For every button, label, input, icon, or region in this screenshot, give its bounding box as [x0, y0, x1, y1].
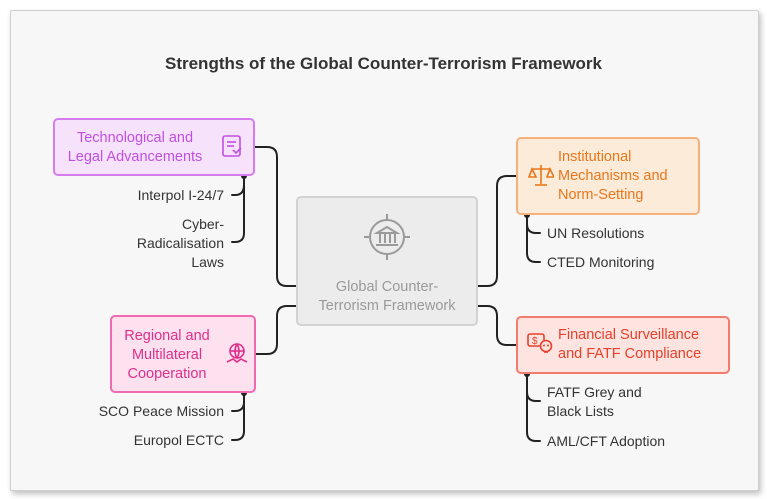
diagram-title: Strengths of the Global Counter-Terroris… [164, 54, 603, 73]
scroll-legal-tech-icon [222, 135, 242, 157]
financial-label: Financial Surveillance and FATF Complian… [558, 327, 702, 362]
connector-tech-items [231, 175, 245, 243]
tech-item-interpol: Interpol I-24/7 [137, 187, 224, 203]
technological-legal-node: Technological and Legal Advancements [53, 118, 255, 176]
center-label: Global Counter- Terrorism Framework [318, 279, 456, 314]
connector-reg-items [231, 392, 245, 441]
inst-item-un-resolutions: UN Resolutions [547, 225, 645, 241]
inst-item-cted-monitoring: CTED Monitoring [547, 254, 655, 270]
tech-item-cyber-laws: Cyber- Radicalisation Laws [136, 216, 224, 270]
institutional-label: Institutional Mechanisms and Norm-Settin… [558, 149, 668, 203]
regional-node: Regional and Multilateral Cooperation [110, 315, 256, 393]
institutional-node: Institutional Mechanisms and Norm-Settin… [516, 137, 700, 215]
connector-center-tech [254, 146, 297, 287]
connector-center-fin [477, 305, 517, 346]
government-building-target-icon [364, 214, 410, 260]
technological-label: Technological and Legal Advancements [67, 130, 203, 165]
fin-item-fatf-lists: FATF Grey and Black Lists [547, 384, 642, 419]
connector-fin-items [526, 373, 541, 442]
scales-of-justice-icon [528, 165, 554, 186]
connector-center-reg [255, 305, 297, 355]
connector-center-inst [477, 175, 517, 287]
globe-handshake-icon [226, 343, 248, 363]
center-node: Global Counter- Terrorism Framework [296, 196, 478, 326]
regional-label: Regional and Multilateral Cooperation [124, 328, 210, 382]
reg-item-sco: SCO Peace Mission [98, 403, 224, 419]
financial-node: $ Financial Surveillance and FATF Compli… [516, 316, 730, 374]
fin-item-aml-cft: AML/CFT Adoption [547, 433, 666, 449]
svg-text:$: $ [532, 336, 538, 347]
reg-item-europol: Europol ECTC [133, 432, 224, 448]
connector-inst-items [526, 214, 541, 263]
money-skull-icon: $ [527, 333, 553, 353]
